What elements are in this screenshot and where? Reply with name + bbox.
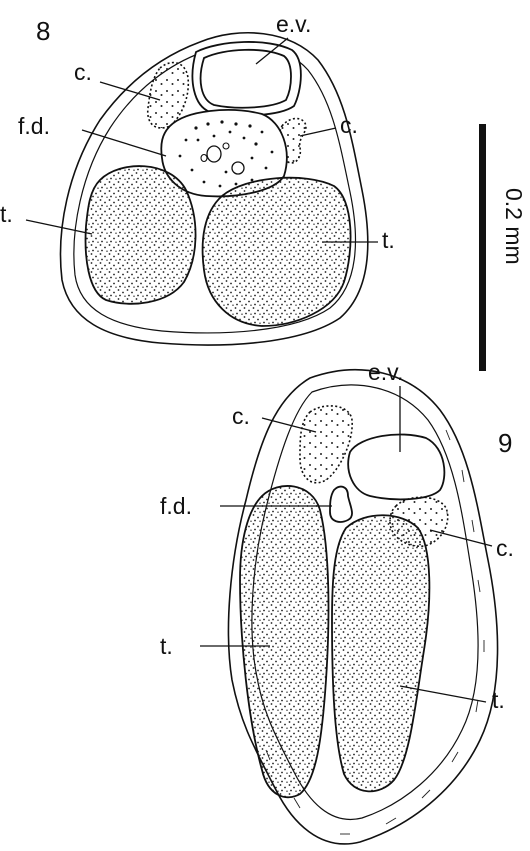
fig8-t-left [86,166,196,304]
fig9-label-fd: f.d. [160,493,192,519]
fig8-label-c-right: c. [340,112,358,138]
figure-9-number: 9 [498,428,512,458]
figure-9: 9 e [160,359,514,844]
fig9-label-t-left: t. [160,633,173,659]
fig9-label-c-right: c. [496,535,514,561]
scale-bar-line [479,124,486,371]
fig8-t-right [203,178,351,326]
fig8-label-ev: e.v. [276,11,311,37]
scale-bar: 0.2 mm [479,124,527,371]
fig8-ev-inner [201,50,291,108]
scale-bar-label: 0.2 mm [501,188,527,265]
fig8-label-c-left: c. [74,59,92,85]
fig9-t-left [240,486,328,797]
figure-8-number: 8 [36,16,50,46]
fig8-label-t-left: t. [0,201,13,227]
fig9-label-t-right: t. [492,687,505,713]
figure-8: 8 [0,11,395,345]
fig9-label-c-left: c. [232,403,250,429]
fig8-label-fd: f.d. [18,113,50,139]
fig8-label-t-right: t. [382,227,395,253]
fig9-ev [348,434,444,499]
fig9-label-ev: e.v. [368,359,403,385]
